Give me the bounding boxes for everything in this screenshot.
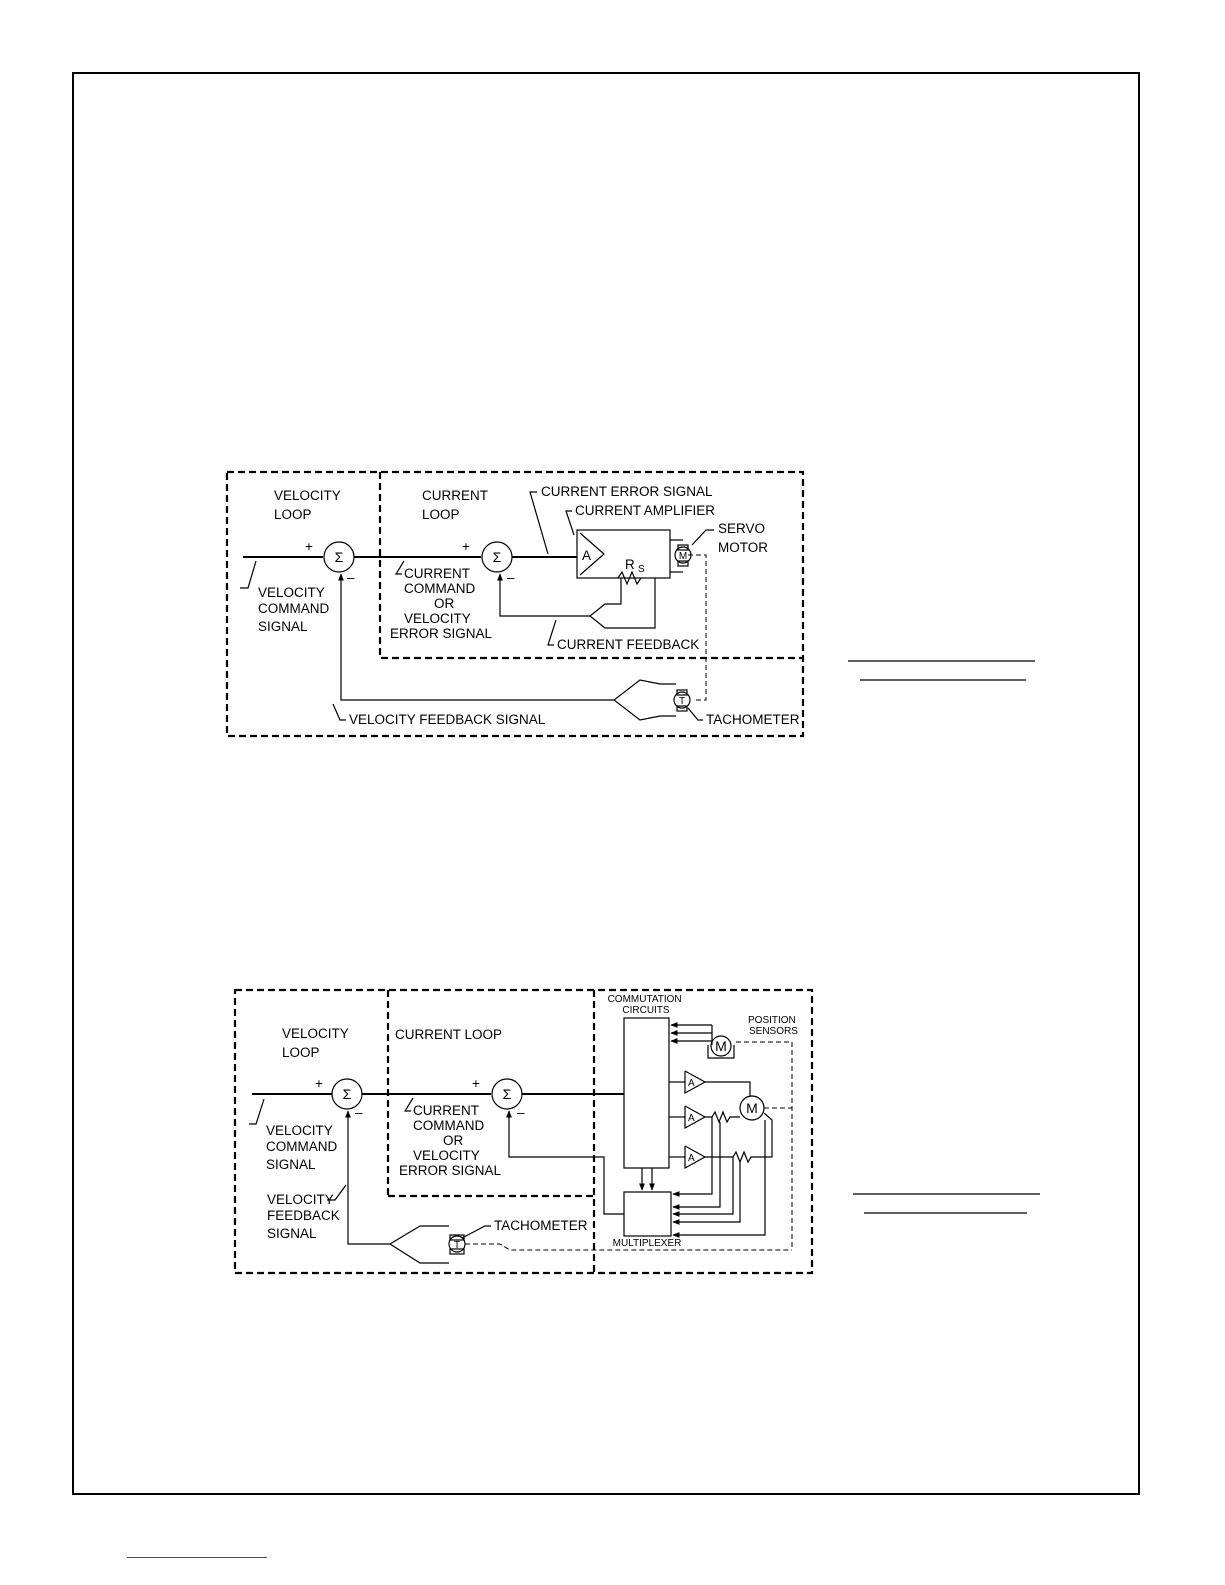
sum1-minus: – bbox=[347, 570, 355, 585]
svg-text:M: M bbox=[679, 551, 687, 562]
current-amplifier-block: A R S bbox=[576, 529, 671, 586]
position-sensor-motor-icon: M bbox=[707, 1035, 735, 1059]
svg-text:R: R bbox=[625, 557, 635, 572]
current-command-label: CURRENT COMMAND OR VELOCITY ERROR SIGNAL bbox=[399, 1103, 502, 1178]
svg-text:Σ: Σ bbox=[335, 549, 344, 565]
sum1-plus: + bbox=[305, 539, 313, 554]
current-command-label: CURRENT COMMAND OR VELOCITY ERROR SIGNAL bbox=[390, 566, 493, 641]
svg-text:M: M bbox=[715, 1038, 727, 1054]
current-feedback-path bbox=[497, 573, 656, 629]
velocity-feedback-signal-label: VELOCITY FEEDBACK SIGNAL bbox=[349, 712, 546, 727]
phase-amplifier-c: A bbox=[684, 1145, 707, 1170]
svg-text:+: + bbox=[315, 1076, 323, 1091]
current-amplifier-label: CURRENT AMPLIFIER bbox=[575, 503, 715, 518]
phase-amplifier-b: A bbox=[684, 1105, 707, 1130]
svg-text:T: T bbox=[454, 1240, 460, 1251]
current-loop-label: CURRENT LOOP bbox=[422, 488, 492, 522]
sum2-plus: + bbox=[462, 539, 470, 554]
current-feedback-label: CURRENT FEEDBACK bbox=[557, 637, 699, 652]
current-error-signal-label: CURRENT ERROR SIGNAL bbox=[541, 484, 713, 499]
page-frame bbox=[72, 72, 1140, 1495]
svg-text:Σ: Σ bbox=[493, 549, 502, 565]
svg-text:A: A bbox=[582, 548, 591, 563]
svg-text:A: A bbox=[688, 1113, 695, 1124]
velocity-feedback-path bbox=[345, 1110, 390, 1245]
tachometer-icon: T bbox=[673, 689, 691, 712]
figure-1-velocity-current-loop: VELOCITY LOOP CURRENT LOOP + Σ – + Σ – bbox=[225, 470, 805, 738]
svg-text:A: A bbox=[688, 1078, 695, 1089]
tachometer-label: TACHOMETER bbox=[706, 712, 800, 727]
motor-tach-coupling bbox=[688, 554, 707, 701]
svg-text:–: – bbox=[355, 1105, 363, 1120]
outer-loop-boundary bbox=[233, 988, 814, 1275]
summing-junction-1: Σ bbox=[323, 541, 355, 573]
svg-text:S: S bbox=[638, 564, 645, 575]
svg-text:Σ: Σ bbox=[343, 1086, 352, 1102]
phase-c-sense-resistor bbox=[705, 1112, 773, 1164]
tachometer-label: TACHOMETER bbox=[494, 1218, 588, 1233]
velocity-feedback-path bbox=[338, 573, 676, 721]
commutation-circuits-block bbox=[623, 1017, 670, 1169]
brushless-motor-icon: M bbox=[739, 1095, 765, 1121]
servo-motor-label: SERVO MOTOR bbox=[718, 521, 769, 555]
sense-resistor-icon bbox=[617, 570, 642, 586]
svg-text:Σ: Σ bbox=[503, 1086, 512, 1102]
sum2-minus: – bbox=[507, 570, 515, 585]
summing-junction-2: Σ bbox=[481, 541, 513, 573]
commutation-circuits-label: COMMUTATION CIRCUITS bbox=[608, 994, 685, 1016]
velocity-loop-boundary bbox=[225, 470, 805, 738]
svg-text:+: + bbox=[472, 1076, 480, 1091]
phase-amplifier-a: A bbox=[684, 1070, 707, 1095]
figure-2-brushless-loop: VELOCITY LOOP CURRENT LOOP + Σ – + Σ – C… bbox=[233, 988, 814, 1275]
svg-text:A: A bbox=[688, 1153, 695, 1164]
velocity-feedback-signal-label: VELOCITY FEEDBACK SIGNAL bbox=[267, 1192, 344, 1241]
velocity-loop-label: VELOCITY LOOP bbox=[282, 1026, 352, 1060]
velocity-command-signal-label: VELOCITY COMMAND SIGNAL bbox=[266, 1123, 341, 1172]
current-loop-label: CURRENT LOOP bbox=[395, 1027, 502, 1042]
svg-text:M: M bbox=[746, 1100, 758, 1116]
motor-tach-coupling bbox=[465, 1243, 792, 1251]
multiplexer-label: MULTIPLEXER bbox=[613, 1238, 682, 1249]
servo-motor-leader bbox=[691, 529, 714, 546]
multiplexer-block bbox=[623, 1191, 672, 1237]
phase-b-sense-resistor bbox=[705, 1110, 740, 1124]
velocity-command-signal-label: VELOCITY COMMAND SIGNAL bbox=[258, 585, 333, 634]
svg-text:–: – bbox=[517, 1105, 525, 1120]
velocity-loop-label: VELOCITY LOOP bbox=[274, 488, 344, 522]
svg-text:T: T bbox=[679, 696, 685, 707]
current-loop-boundary bbox=[378, 472, 803, 660]
position-sensors-label: POSITION SENSORS bbox=[748, 1015, 799, 1037]
footer-link-underline[interactable] bbox=[127, 1557, 267, 1558]
current-feedback-path bbox=[506, 1110, 624, 1215]
